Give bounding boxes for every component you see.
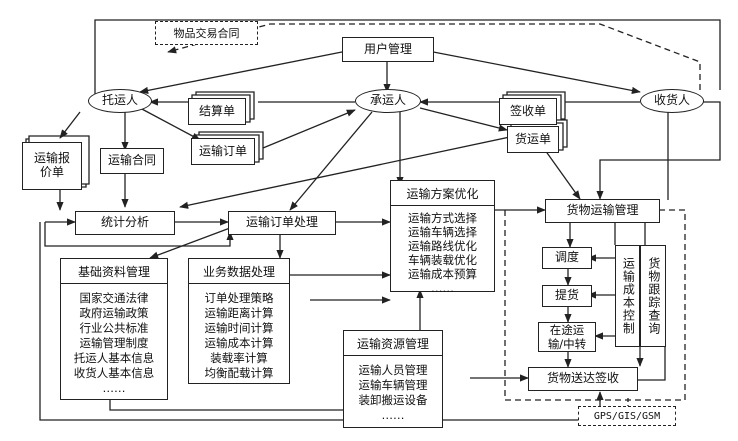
settlement-doc: 结算单 <box>188 98 246 125</box>
cost-control: 运输成本控制 <box>615 245 640 347</box>
list-item: 车辆装载优化 <box>408 253 477 267</box>
user-management: 用户管理 <box>342 37 434 62</box>
statistical-analysis: 统计分析 <box>75 211 175 235</box>
cargo-tracking: 货物跟踪查询 <box>640 245 666 347</box>
resource-list: 运输人员管理 运输车辆管理 装卸搬运设备 …… <box>344 363 442 423</box>
list-item: …… <box>381 408 405 422</box>
pickup: 提货 <box>542 285 592 307</box>
list-item: 运输成本预算 <box>408 267 477 281</box>
list-item: …… <box>102 381 126 395</box>
resource-title: 运输资源管理 <box>344 331 442 356</box>
transport-order-doc: 运输订单 <box>191 138 255 165</box>
transport-contract: 运输合同 <box>100 148 164 174</box>
list-item: 托运人基本信息 <box>73 351 155 365</box>
business-data-list: 订单处理策略 运输距离计算 运输时间计算 运输成本计算 装载率计算 均衡配载计算 <box>189 291 289 381</box>
order-processing: 运输订单处理 <box>228 211 336 235</box>
resource-management: 运输资源管理 运输人员管理 运输车辆管理 装卸搬运设备 …… <box>343 330 443 428</box>
list-item: 收货人基本信息 <box>73 366 155 380</box>
list-item: 运输时间计算 <box>204 321 274 335</box>
delivery-signoff: 货物送达签收 <box>528 367 638 391</box>
plan-optimization-title: 运输方案优化 <box>391 181 494 206</box>
list-item: 装卸搬运设备 <box>358 393 428 407</box>
list-item: 运输成本计算 <box>204 336 274 350</box>
list-item: 运输人员管理 <box>358 363 428 377</box>
receipt-doc: 签收单 <box>499 98 557 125</box>
shipper: 托运人 <box>88 89 152 113</box>
list-item: 运输管理制度 <box>79 336 149 350</box>
gps-gis-gsm: GPS/GIS/GSM <box>578 406 676 426</box>
business-data-title: 业务数据处理 <box>189 259 289 284</box>
business-data-processing: 业务数据处理 订单处理策略 运输距离计算 运输时间计算 运输成本计算 装载率计算… <box>188 258 290 384</box>
list-item: 装载率计算 <box>210 351 268 365</box>
cargo-transport-management: 货物运输管理 <box>545 199 660 223</box>
list-item: 行业公共标准 <box>79 321 149 335</box>
dispatch: 调度 <box>542 247 592 269</box>
quote-doc: 运输报价单 <box>22 142 82 190</box>
list-item: 订单处理策略 <box>204 291 274 305</box>
list-item: 政府运输政策 <box>79 306 149 320</box>
basic-data-list: 国家交通法律 政府运输政策 行业公共标准 运输管理制度 托运人基本信息 收货人基… <box>61 291 167 396</box>
in-transit: 在途运输/中转 <box>538 322 596 352</box>
basic-data-management: 基础资料管理 国家交通法律 政府运输政策 行业公共标准 运输管理制度 托运人基本… <box>60 258 168 400</box>
plan-optimization: 运输方案优化 运输方式选择 运输车辆选择 运输路线优化 车辆装载优化 运输成本预… <box>390 180 495 295</box>
basic-data-title: 基础资料管理 <box>61 259 167 284</box>
waybill-doc: 货运单 <box>507 126 559 153</box>
carrier: 承运人 <box>355 89 421 113</box>
list-item: 均衡配载计算 <box>204 366 274 380</box>
plan-optimization-list: 运输方式选择 运输车辆选择 运输路线优化 车辆装载优化 运输成本预算 …… <box>391 211 494 295</box>
list-item: 运输车辆管理 <box>358 378 428 392</box>
consignee: 收货人 <box>640 89 704 113</box>
list-item: 运输车辆选择 <box>408 225 477 239</box>
list-item: 运输方式选择 <box>408 211 477 225</box>
list-item: …… <box>431 281 454 295</box>
list-item: 国家交通法律 <box>79 291 149 305</box>
list-item: 运输路线优化 <box>408 239 477 253</box>
list-item: 运输距离计算 <box>204 306 274 320</box>
goods-contract: 物品交易合同 <box>155 21 258 45</box>
